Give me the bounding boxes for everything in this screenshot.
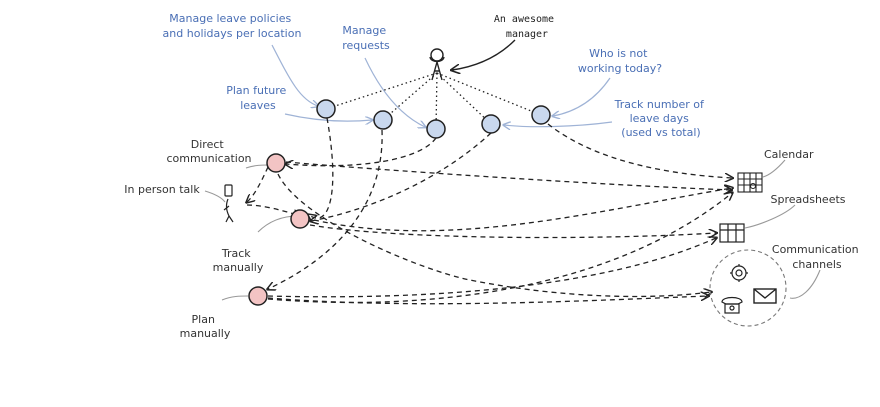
label-spreadsheets: Spreadsheets	[770, 193, 845, 206]
channels-group	[709, 249, 787, 327]
node-plan-manually	[248, 286, 268, 306]
telephone-icon	[721, 296, 743, 314]
manager-pointer	[452, 39, 516, 70]
red-nodes	[248, 153, 310, 306]
blue-nodes	[316, 99, 551, 139]
label-manage-requests: Manage requests	[342, 24, 390, 52]
label-communication-channels: Communication channels	[772, 243, 862, 271]
manager-links	[325, 72, 542, 129]
node-direct-communication	[266, 153, 286, 173]
node-plan-future	[316, 99, 336, 119]
dashed-connections	[247, 117, 732, 305]
label-plan-manually: Plan manually	[180, 313, 231, 340]
node-manage-requests	[426, 119, 446, 139]
node-who-not-working	[531, 105, 551, 125]
label-who-not-working: Who is not working today?	[578, 47, 662, 75]
label-plan-future: Plan future leaves	[226, 84, 290, 112]
node-manage-policies	[373, 110, 393, 130]
label-calendar: Calendar	[764, 148, 814, 161]
person-icon	[429, 48, 445, 81]
label-manager: An awesome manager	[494, 14, 560, 40]
settings-icon	[730, 264, 748, 282]
label-track-manually: Track manually	[213, 247, 264, 274]
label-in-person-talk: In person talk	[124, 183, 200, 196]
label-pointers	[271, 44, 613, 127]
label-direct-communication: Direct communication	[166, 138, 251, 165]
label-track-days: Track number of leave days (used vs tota…	[614, 98, 708, 139]
spreadsheet-icon	[719, 223, 745, 243]
envelope-icon	[753, 288, 777, 304]
label-manage-policies: Manage leave policies and holidays per l…	[163, 12, 302, 40]
phone-person-icon	[223, 184, 234, 223]
node-track-manually	[290, 209, 310, 229]
node-track-days	[481, 114, 501, 134]
calendar-icon	[737, 172, 763, 193]
